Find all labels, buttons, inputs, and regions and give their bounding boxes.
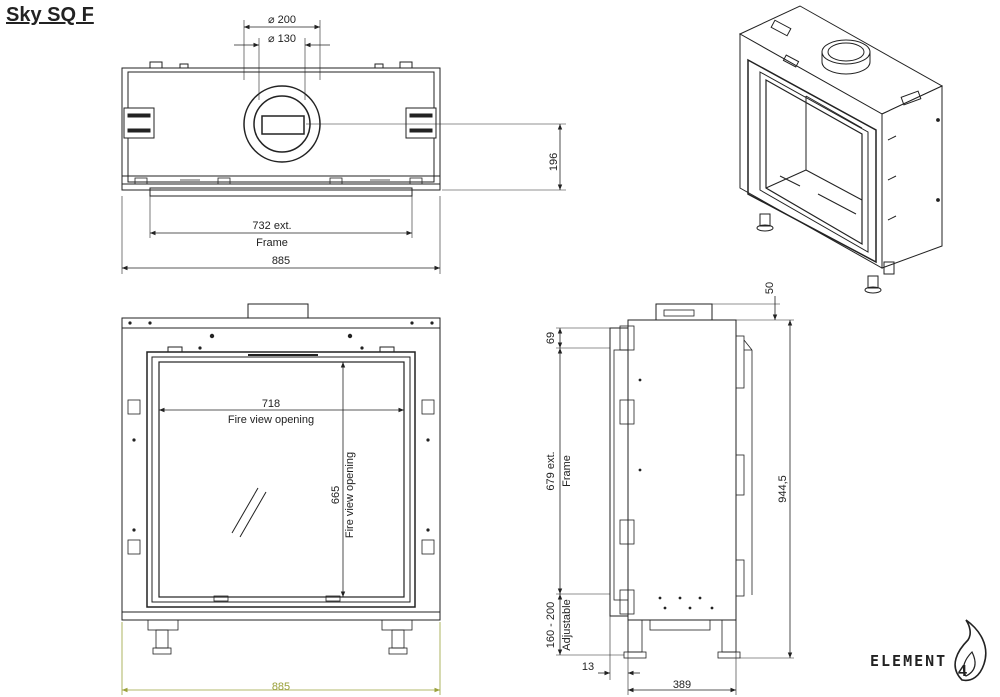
side-flue-collar	[655, 303, 713, 321]
iso-side-face	[881, 85, 943, 269]
flame-icon	[954, 619, 987, 682]
dim-side-total-height: 944,5	[777, 475, 789, 503]
top-view-frame	[149, 187, 413, 197]
dim-d130: ⌀ 130	[268, 33, 296, 45]
dim-front-width: 885	[272, 681, 290, 693]
dim-side-depth: 389	[673, 679, 691, 691]
side-frame	[609, 327, 629, 617]
front-glass	[158, 361, 405, 598]
dim-view-width: 718	[262, 398, 280, 410]
dim-side-top-collar: 50	[764, 282, 776, 294]
front-view-body	[121, 317, 441, 621]
dim-view-height: 665	[330, 486, 342, 504]
dim-side-top-offset: 69	[545, 332, 557, 344]
bracket-right	[405, 107, 437, 139]
top-view-body	[121, 67, 441, 191]
dim-frame-ext: 732 ext.	[252, 220, 291, 232]
dim-side-frame-ext: 679 ext.	[545, 451, 557, 490]
element4-logo: ELEMENT 4	[870, 619, 987, 682]
bracket-left	[123, 107, 155, 139]
dim-view-height-label: Fire view opening	[344, 452, 356, 538]
dim-frame-label: Frame	[256, 237, 288, 249]
dim-side-adjustable-range: 160 - 200	[545, 602, 557, 648]
drawing-title: Sky SQ F	[6, 4, 94, 26]
dim-side-adjustable-label: Adjustable	[561, 599, 573, 650]
dim-top-depth: 196	[548, 153, 560, 171]
dim-d200: ⌀ 200	[268, 14, 296, 26]
front-view	[121, 303, 441, 695]
isometric-view	[738, 5, 944, 294]
side-view	[556, 296, 794, 695]
dim-side-frame-label: Frame	[561, 455, 573, 487]
dim-top-width: 885	[272, 255, 290, 267]
logo-number: 4	[958, 663, 967, 680]
dim-side-offset: 13	[582, 661, 594, 673]
front-frame-outer	[146, 351, 416, 608]
logo-text: ELEMENT	[870, 652, 947, 670]
side-view-body	[627, 319, 737, 621]
top-view	[121, 20, 566, 274]
front-flue-collar	[247, 303, 309, 319]
dim-view-width-label: Fire view opening	[228, 414, 314, 426]
